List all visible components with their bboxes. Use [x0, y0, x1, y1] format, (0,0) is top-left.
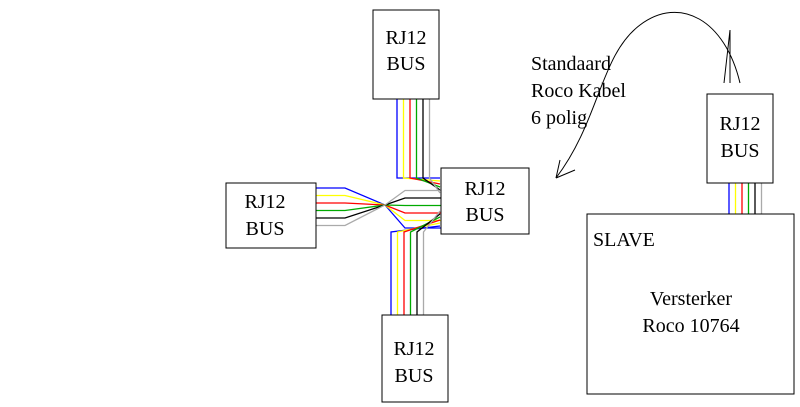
cable-annotation: Standaard Roco Kabel 6 polig [531, 53, 626, 129]
rj12-slave-label-2: BUS [721, 140, 760, 162]
wire-bottom-3 [409, 216, 441, 315]
rj12-top-label-2: BUS [387, 53, 426, 75]
slave-amplifier-box: SLAVE Versterker Roco 10764 [586, 213, 795, 395]
rj12-slave-box: RJ12 BUS [706, 93, 774, 184]
wire-top-1 [402, 99, 441, 182]
wire-top-0 [396, 99, 440, 179]
curved-arrow-icon [555, 11, 741, 179]
wire-bottom-0 [390, 225, 441, 315]
wire-bottom-4 [416, 213, 441, 315]
annotation-line-2: Roco Kabel [531, 80, 626, 102]
wire-top-5 [428, 99, 441, 194]
rj12-center-label-1: RJ12 [464, 178, 505, 200]
rj12-top-box: RJ12 BUS [372, 9, 440, 100]
wire-bottom-2 [403, 219, 441, 315]
rj12-center-label-2: BUS [466, 204, 505, 226]
rj12-left-label-2: BUS [246, 218, 285, 240]
wire-top-4 [422, 99, 441, 191]
wire-bundles [316, 99, 763, 315]
rj12-bottom-label-1: RJ12 [393, 338, 434, 360]
rj12-top-label-1: RJ12 [385, 27, 426, 49]
rj12-bottom-label-2: BUS [395, 365, 434, 387]
annotation-line-1: Standaard [531, 53, 611, 75]
wire-bottom-5 [422, 210, 441, 315]
slave-line-1: Versterker [650, 288, 733, 310]
slave-title: SLAVE [593, 229, 655, 251]
wire-top-2 [409, 99, 441, 185]
rj12-bottom-box: RJ12 BUS [381, 314, 449, 403]
slave-line-2: Roco 10764 [642, 315, 739, 337]
rj12-left-box: RJ12 BUS [225, 182, 317, 249]
wire-left-5 [316, 189, 441, 227]
wire-bottom-1 [396, 222, 441, 315]
wire-top-3 [415, 99, 441, 188]
rj12-center-box: RJ12 BUS [440, 167, 530, 235]
rj12-left-label-1: RJ12 [244, 191, 285, 213]
annotation-line-3: 6 polig [531, 107, 587, 129]
rj12-slave-label-1: RJ12 [719, 113, 760, 135]
